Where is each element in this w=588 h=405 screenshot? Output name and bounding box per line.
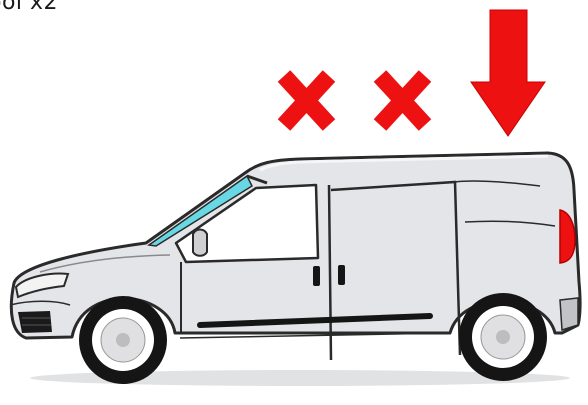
front-grille — [18, 311, 52, 333]
cross-mark-icon — [284, 76, 329, 125]
rear-wheel — [459, 293, 547, 381]
front-wheel — [79, 296, 167, 384]
cross-mark-icon — [380, 76, 425, 125]
door-handle — [338, 265, 345, 285]
door-handle — [313, 266, 320, 286]
down-arrow-icon — [471, 10, 545, 136]
van-illustration — [10, 153, 580, 386]
side-mirror — [193, 230, 207, 256]
